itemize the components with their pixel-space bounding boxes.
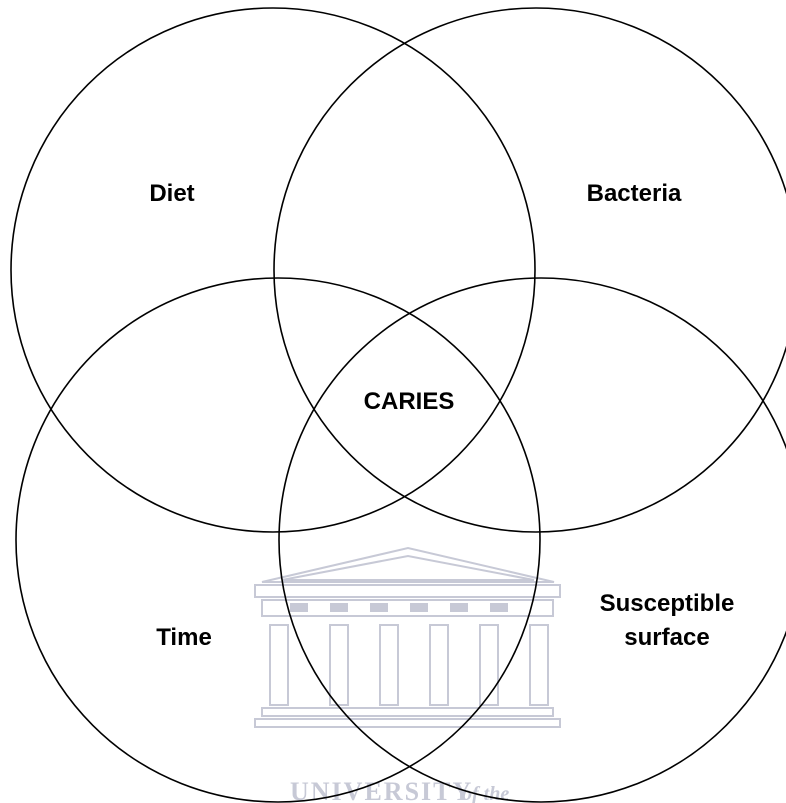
watermark-column <box>379 624 399 706</box>
circle-time <box>15 277 541 803</box>
circle-bacteria <box>273 7 786 533</box>
watermark-column <box>479 624 499 706</box>
watermark-frieze-block <box>330 603 348 612</box>
watermark-step <box>254 718 561 728</box>
watermark-text-suffix: of the <box>462 783 509 803</box>
circle-diet <box>10 7 536 533</box>
label-diet: Diet <box>149 180 194 207</box>
circle-susceptible-surface <box>278 277 786 803</box>
label-susceptible: Susceptible <box>600 590 735 617</box>
watermark-frieze-block <box>490 603 508 612</box>
watermark-frieze-block <box>410 603 428 612</box>
watermark-column <box>269 624 289 706</box>
watermark-column <box>529 624 549 706</box>
watermark-frieze-block <box>450 603 468 612</box>
watermark-frieze-block <box>290 603 308 612</box>
watermark-column <box>429 624 449 706</box>
watermark-entablature <box>254 584 561 598</box>
watermark-columns <box>269 624 549 706</box>
label-surface: surface <box>624 624 709 651</box>
watermark-frieze <box>261 599 554 617</box>
label-caries: CARIES <box>364 388 455 415</box>
watermark-column <box>329 624 349 706</box>
watermark-pediment <box>261 546 555 583</box>
watermark-pediment-inner <box>281 554 535 581</box>
label-bacteria: Bacteria <box>587 180 682 207</box>
watermark-frieze-block <box>370 603 388 612</box>
watermark-step <box>261 707 554 717</box>
label-time: Time <box>156 624 212 651</box>
